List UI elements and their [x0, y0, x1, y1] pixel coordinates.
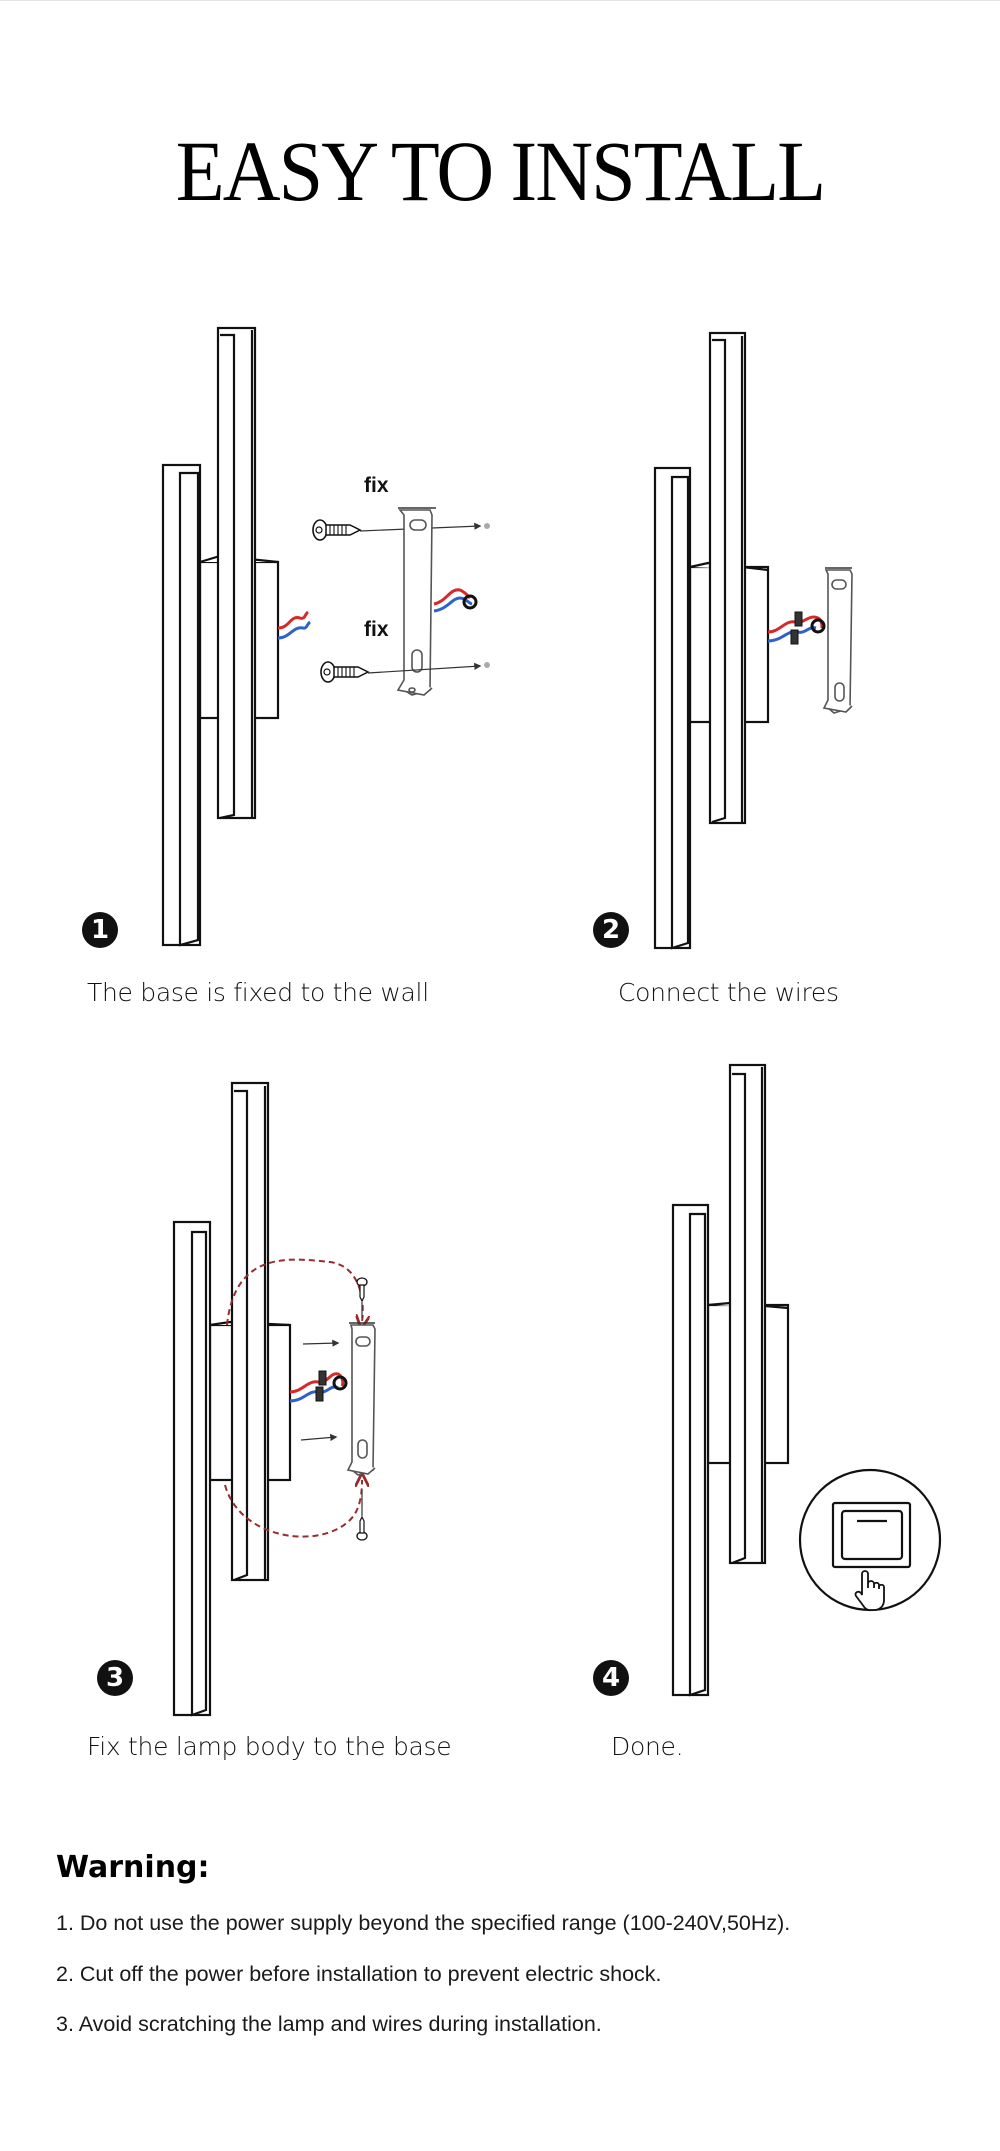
step2-caption: Connect the wires: [618, 978, 839, 1007]
warning-list: 1. Do not use the power supply beyond th…: [56, 1905, 790, 2057]
step4-lamp-icon: [671, 1063, 790, 1697]
step1-top-screw-icon: [312, 519, 361, 541]
step3-top-screw-icon: [356, 1277, 368, 1303]
step2-number-badge: 2: [593, 912, 629, 948]
step1-fix-label-bottom: fix: [364, 618, 389, 641]
step3-bottom-dashed-arrow-icon: [224, 1480, 362, 1538]
warning-item: 1. Do not use the power supply beyond th…: [56, 1911, 791, 1935]
step2-wire-connector-icon: [767, 611, 826, 645]
step2-bracket-icon: [822, 567, 853, 714]
step4-hand-pointer-icon: [854, 1570, 885, 1611]
step3-caption: Fix the lamp body to the base: [87, 1732, 452, 1761]
step3-top-dashed-arrow-icon: [226, 1258, 363, 1325]
step4-caption: Done.: [611, 1732, 684, 1761]
step3-bottom-screw-icon: [356, 1515, 368, 1541]
step3-number-badge: 3: [97, 1660, 133, 1696]
step1-bracket-icon: [396, 507, 436, 696]
step3-upper-push-arrow: [302, 1339, 340, 1347]
step3-lamp-icon: [172, 1081, 292, 1717]
warning-item: 3. Avoid scratching the lamp and wires d…: [56, 2012, 602, 2036]
step1-bracket-wires-icon: [433, 588, 478, 613]
step3-lower-push-arrow: [300, 1433, 338, 1442]
page-title: EASY TO INSTALL: [175, 123, 826, 219]
step1-number-badge: 1: [82, 912, 118, 948]
warning-heading: Warning:: [56, 1850, 210, 1885]
top-divider: [0, 0, 1000, 1]
step1-lamp-icon: [161, 326, 280, 947]
step1-wires-icon: [277, 610, 311, 640]
step3-bracket-icon: [346, 1322, 376, 1476]
warning-item: 2. Cut off the power before installation…: [56, 1961, 662, 1986]
step1-caption: The base is fixed to the wall: [87, 978, 429, 1007]
step1-bottom-screw-icon: [320, 661, 369, 683]
step1-top-wall-hole: [484, 523, 490, 529]
step2-lamp-icon: [653, 331, 770, 950]
step3-wire-connector-icon: [289, 1370, 348, 1403]
step4-number-badge: 4: [593, 1660, 629, 1696]
step1-bottom-arrow-line: [367, 662, 482, 674]
step1-bottom-wall-hole: [484, 662, 490, 668]
step1-fix-label-top: fix: [364, 474, 389, 497]
